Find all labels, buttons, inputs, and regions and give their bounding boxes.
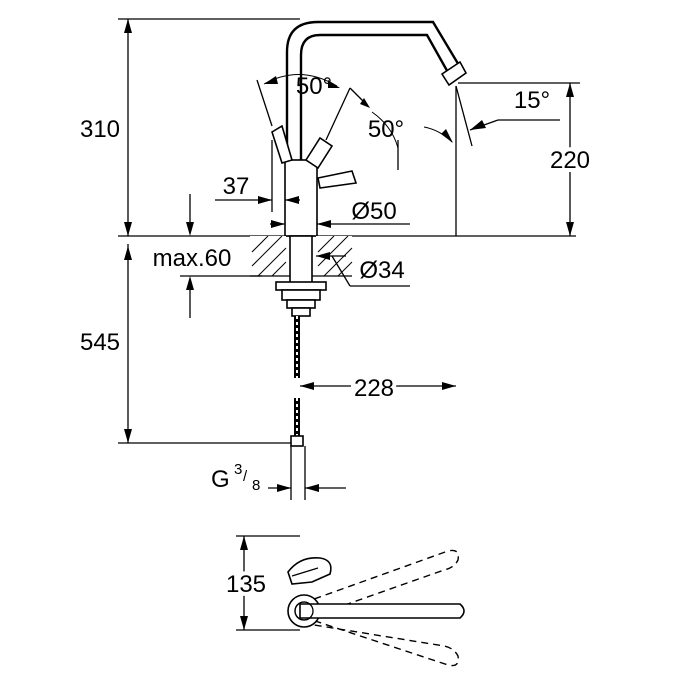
- height-dimension-310: 310: [80, 18, 300, 236]
- faucet-body: [284, 159, 318, 237]
- dim-545: 545: [80, 329, 120, 356]
- dim-diameter-34: Ø34: [359, 257, 404, 284]
- spout-tilt-dimension: 15°: [423, 85, 560, 236]
- shank-and-nut: [275, 235, 327, 317]
- lever-handles: [271, 124, 358, 189]
- dim-diameter-50: Ø50: [351, 198, 396, 225]
- dim-max60: max.60: [153, 245, 232, 272]
- dim-228: 228: [354, 375, 394, 402]
- dim-310: 310: [80, 116, 120, 143]
- dim-220: 220: [550, 147, 590, 174]
- lever-angle-dimensions: 50° 50°: [256, 73, 404, 170]
- body-dimensions: 37 Ø50: [215, 140, 410, 228]
- counter-thickness-dimension: max.60: [150, 194, 262, 318]
- dim-thread-sup: 3: [234, 461, 242, 478]
- depth-dimension-545: 545: [80, 244, 300, 444]
- supply-hoses: [290, 316, 306, 500]
- dim-thread-slash: /: [243, 468, 248, 485]
- dim-thread-sub: 8: [252, 477, 260, 494]
- spout-height-dimension-220: 220: [458, 82, 594, 236]
- dim-50deg-top: 50°: [296, 73, 332, 100]
- dim-37: 37: [223, 173, 250, 200]
- top-view: 135: [222, 535, 465, 667]
- dim-thread-g: G: [211, 466, 230, 493]
- reach-dimension-228: 228: [300, 371, 456, 406]
- spout: [285, 20, 468, 160]
- hole-diameter-dimension: Ø34: [316, 252, 410, 287]
- connection-thread-dimension: G 3 / 8: [211, 461, 346, 494]
- dim-50deg-right: 50°: [368, 116, 404, 143]
- dim-15deg: 15°: [514, 87, 550, 114]
- dim-135: 135: [226, 571, 266, 598]
